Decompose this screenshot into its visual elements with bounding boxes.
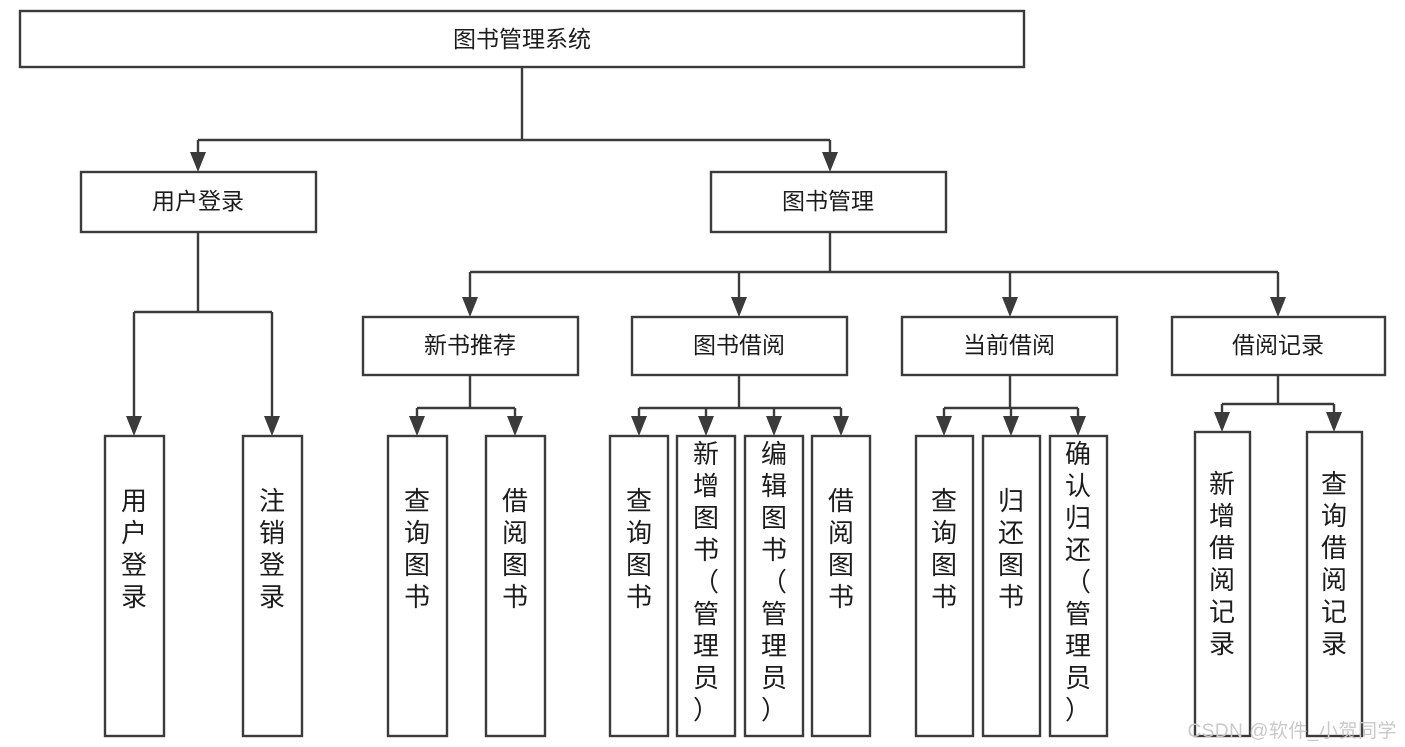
leaf-user-login-0[interactable]: 用户登录 — [103, 434, 166, 738]
leaf-borrow-records-1[interactable]: 查询借阅记录 — [1305, 430, 1364, 738]
leaf-book-borrow-2[interactable]: 编辑图书（管理员） — [743, 434, 805, 738]
node-borrow-records-box — [1170, 315, 1387, 377]
node-borrow-records-label: 借阅记录 — [1232, 332, 1324, 358]
arrow-head-bb-leaf3 — [766, 416, 782, 436]
arrow-head-book-borrow — [731, 297, 747, 317]
arrow-head-bb-leaf4 — [833, 416, 849, 436]
leaf-new-book-0-label: 查询图书 — [404, 486, 430, 612]
leaf-book-borrow-1[interactable]: 新增图书（管理员） — [675, 434, 737, 738]
arrow-head-nb-leaf1 — [409, 416, 425, 436]
arrow-head-br-leaf1 — [1214, 412, 1230, 432]
leaf-book-borrow-2-label: 编辑图书（管理员） — [761, 439, 787, 725]
leaf-user-login-1-label: 注销登录 — [259, 486, 285, 612]
arrow-head-leaf-user-login — [126, 416, 142, 436]
leaf-book-borrow-2-box — [743, 434, 805, 738]
node-user-login-box — [79, 170, 318, 234]
node-root[interactable]: 图书管理系统 — [18, 9, 1026, 69]
leaf-borrow-records-0-box — [1193, 430, 1252, 738]
node-book-borrow-box — [630, 315, 849, 377]
node-book-management-label: 图书管理 — [782, 188, 874, 214]
arrow-head-book-mgmt — [822, 152, 838, 172]
leaf-new-book-1[interactable]: 借阅图书 — [484, 434, 547, 738]
leaf-book-borrow-3[interactable]: 借阅图书 — [810, 434, 872, 738]
node-root-label: 图书管理系统 — [453, 26, 591, 52]
leaf-new-book-1-box — [484, 434, 547, 738]
leaf-current-borrow-2[interactable]: 确认归还（管理员） — [1048, 434, 1109, 738]
arrow-head-leaf-logout — [264, 416, 280, 436]
leaf-borrow-records-0[interactable]: 新增借阅记录 — [1193, 430, 1252, 738]
leaf-current-borrow-2-box — [1048, 434, 1109, 738]
leaf-user-login-0-box — [103, 434, 166, 738]
node-user-login[interactable]: 用户登录 — [79, 170, 318, 234]
node-current-borrow[interactable]: 当前借阅 — [900, 315, 1119, 377]
node-new-book-recommend-label: 新书推荐 — [424, 332, 516, 358]
node-book-borrow[interactable]: 图书借阅 — [630, 315, 849, 377]
leaf-book-borrow-3-label: 借阅图书 — [828, 486, 854, 612]
leaf-current-borrow-2-label: 确认归还（管理员） — [1065, 439, 1091, 725]
arrow-head-br-leaf2 — [1326, 412, 1342, 432]
node-new-book-recommend-box — [361, 315, 580, 377]
arrow-head-current-borrow — [1002, 297, 1018, 317]
leaf-book-borrow-0-box — [608, 434, 670, 738]
leaf-user-login-0-label: 用户登录 — [121, 486, 147, 612]
leaf-book-borrow-3-box — [810, 434, 872, 738]
arrow-head-nb-leaf2 — [507, 416, 523, 436]
node-book-borrow-label: 图书借阅 — [693, 332, 785, 358]
node-root-box — [18, 9, 1026, 69]
node-current-borrow-box — [900, 315, 1119, 377]
leaf-current-borrow-0-label: 查询图书 — [931, 486, 957, 612]
node-book-management-box — [709, 170, 948, 234]
arrow-head-cb-leaf1 — [936, 416, 952, 436]
arrow-head-borrow-records — [1270, 297, 1286, 317]
arrow-head-cb-leaf3 — [1070, 416, 1086, 436]
leaf-borrow-records-1-label: 查询借阅记录 — [1321, 469, 1347, 659]
leaf-current-borrow-0-box — [914, 434, 975, 738]
leaf-borrow-records-0-label: 新增借阅记录 — [1209, 469, 1235, 659]
leaf-new-book-0[interactable]: 查询图书 — [386, 434, 449, 738]
arrow-head-bb-leaf1 — [631, 416, 647, 436]
node-current-borrow-label: 当前借阅 — [963, 332, 1055, 358]
node-new-book-recommend[interactable]: 新书推荐 — [361, 315, 580, 377]
leaf-current-borrow-1-box — [981, 434, 1042, 738]
leaf-book-borrow-1-box — [675, 434, 737, 738]
leaf-new-book-1-label: 借阅图书 — [502, 486, 528, 612]
node-borrow-records[interactable]: 借阅记录 — [1170, 315, 1387, 377]
arrow-head-user-login — [190, 152, 206, 172]
arrow-head-new-book — [462, 297, 478, 317]
arrow-head-bb-leaf2 — [698, 416, 714, 436]
leaf-book-borrow-0[interactable]: 查询图书 — [608, 434, 670, 738]
leaf-current-borrow-0[interactable]: 查询图书 — [914, 434, 975, 738]
node-user-login-label: 用户登录 — [152, 188, 244, 214]
arrow-head-cb-leaf2 — [1003, 416, 1019, 436]
leaf-user-login-1[interactable]: 注销登录 — [241, 434, 304, 738]
leaf-borrow-records-1-box — [1305, 430, 1364, 738]
node-book-management[interactable]: 图书管理 — [709, 170, 948, 234]
leaf-new-book-0-box — [386, 434, 449, 738]
leaf-current-borrow-1[interactable]: 归还图书 — [981, 434, 1042, 738]
leaf-book-borrow-0-label: 查询图书 — [626, 486, 652, 612]
leaf-user-login-1-box — [241, 434, 304, 738]
leaf-book-borrow-1-label: 新增图书（管理员） — [693, 439, 719, 725]
leaf-current-borrow-1-label: 归还图书 — [998, 486, 1024, 612]
